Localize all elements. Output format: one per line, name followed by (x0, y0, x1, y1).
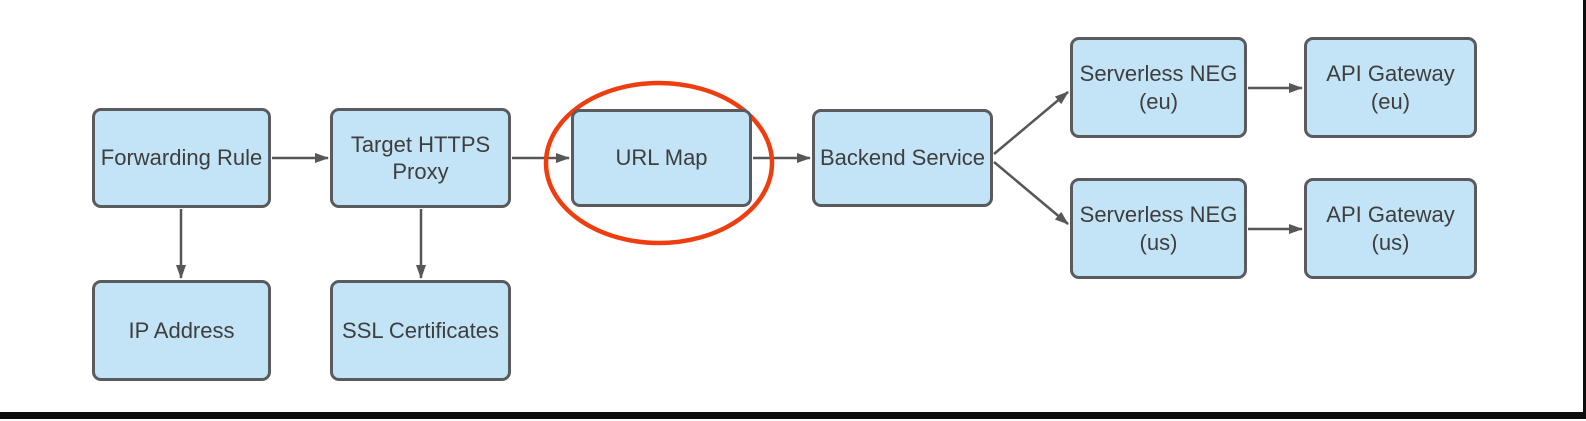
node-api-gateway-eu: API Gateway (eu) (1304, 37, 1477, 138)
node-target-https-proxy: Target HTTPS Proxy (330, 108, 511, 208)
node-api-gateway-us: API Gateway (us) (1304, 178, 1477, 279)
node-url-map: URL Map (571, 109, 752, 207)
node-target-https-proxy-label: Target HTTPS Proxy (350, 131, 491, 185)
node-serverless-neg-us: Serverless NEG (us) (1070, 178, 1247, 279)
edge-backend-service-to-serverless-neg-us (993, 161, 1069, 225)
node-serverless-neg-eu: Serverless NEG (eu) (1070, 37, 1247, 138)
window-frame-bottom-border (0, 412, 1586, 419)
node-backend-service: Backend Service (812, 109, 993, 207)
node-url-map-label: URL Map (615, 145, 708, 171)
node-ip-address-label: IP Address (128, 317, 235, 343)
node-serverless-neg-us-label: Serverless NEG (us) (1079, 202, 1238, 255)
node-ssl-certificates: SSL Certificates (330, 280, 511, 381)
node-api-gateway-us-label: API Gateway (us) (1326, 202, 1455, 255)
node-ssl-certificates-label: SSL Certificates (342, 317, 499, 343)
node-forwarding-rule: Forwarding Rule (92, 108, 271, 208)
node-backend-service-label: Backend Service (819, 145, 986, 171)
node-ip-address: IP Address (92, 280, 271, 381)
url-map-highlight-ellipse (543, 80, 775, 246)
node-serverless-neg-eu-label: Serverless NEG (eu) (1079, 61, 1238, 114)
node-forwarding-rule-label: Forwarding Rule (100, 145, 263, 171)
window-frame-right-border (1583, 0, 1586, 419)
edge-backend-service-to-serverless-neg-eu (993, 91, 1069, 155)
node-api-gateway-eu-label: API Gateway (eu) (1326, 61, 1455, 114)
